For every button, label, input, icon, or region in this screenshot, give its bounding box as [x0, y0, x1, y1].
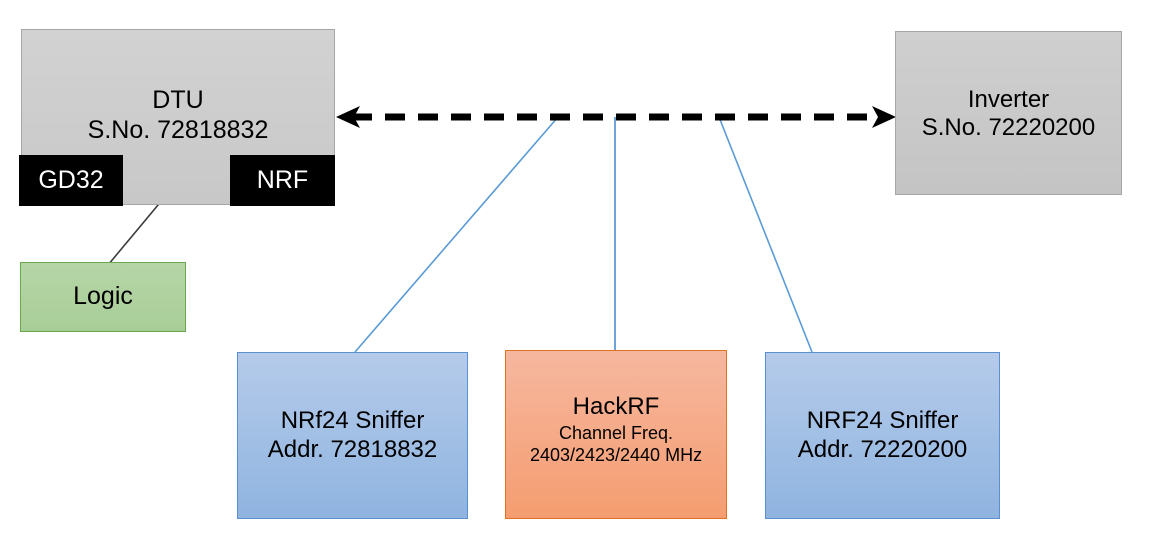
inverter-label: Inverter — [967, 86, 1050, 113]
logic-label: Logic — [73, 282, 133, 311]
inverter-serial: S.No. 72220200 — [921, 114, 1096, 142]
hackrf-label: HackRF — [572, 393, 660, 420]
hackrf-channel-freq-values: 2403/2423/2440 MHz — [529, 444, 703, 465]
gd32-block[interactable]: GD32 — [19, 155, 123, 206]
hackrf-block[interactable]: HackRF Channel Freq. 2403/2423/2440 MHz — [505, 350, 727, 519]
rf-link-arrowhead-left — [336, 106, 360, 128]
sniffer-right-label: NRF24 Sniffer — [806, 407, 959, 435]
sniffer-left-address: Addr. 72818832 — [267, 435, 438, 463]
sniffer-tap-lines — [354, 116, 813, 353]
gd32-label: GD32 — [38, 165, 104, 194]
rf-link-arrowhead-right — [872, 106, 896, 128]
nrf-block[interactable]: NRF — [230, 155, 335, 206]
inverter-block[interactable]: Inverter S.No. 72220200 — [895, 31, 1122, 195]
nrf-label: NRF — [256, 165, 309, 194]
dtu-inverter-rf-link — [336, 106, 896, 128]
tap-line-right — [718, 116, 813, 353]
logic-block[interactable]: Logic — [20, 262, 186, 332]
sniffer-left-label: NRf24 Sniffer — [280, 407, 425, 435]
nrf24-sniffer-left-block[interactable]: NRf24 Sniffer Addr. 72818832 — [237, 352, 468, 519]
sniffer-right-address: Addr. 72220200 — [797, 435, 968, 463]
nrf24-sniffer-right-block[interactable]: NRF24 Sniffer Addr. 72220200 — [765, 352, 1000, 519]
tap-line-left — [354, 116, 559, 353]
hackrf-channel-freq-label: Channel Freq. — [558, 423, 674, 444]
dtu-label: DTU — [152, 86, 204, 114]
dtu-serial: S.No. 72818832 — [87, 115, 269, 144]
